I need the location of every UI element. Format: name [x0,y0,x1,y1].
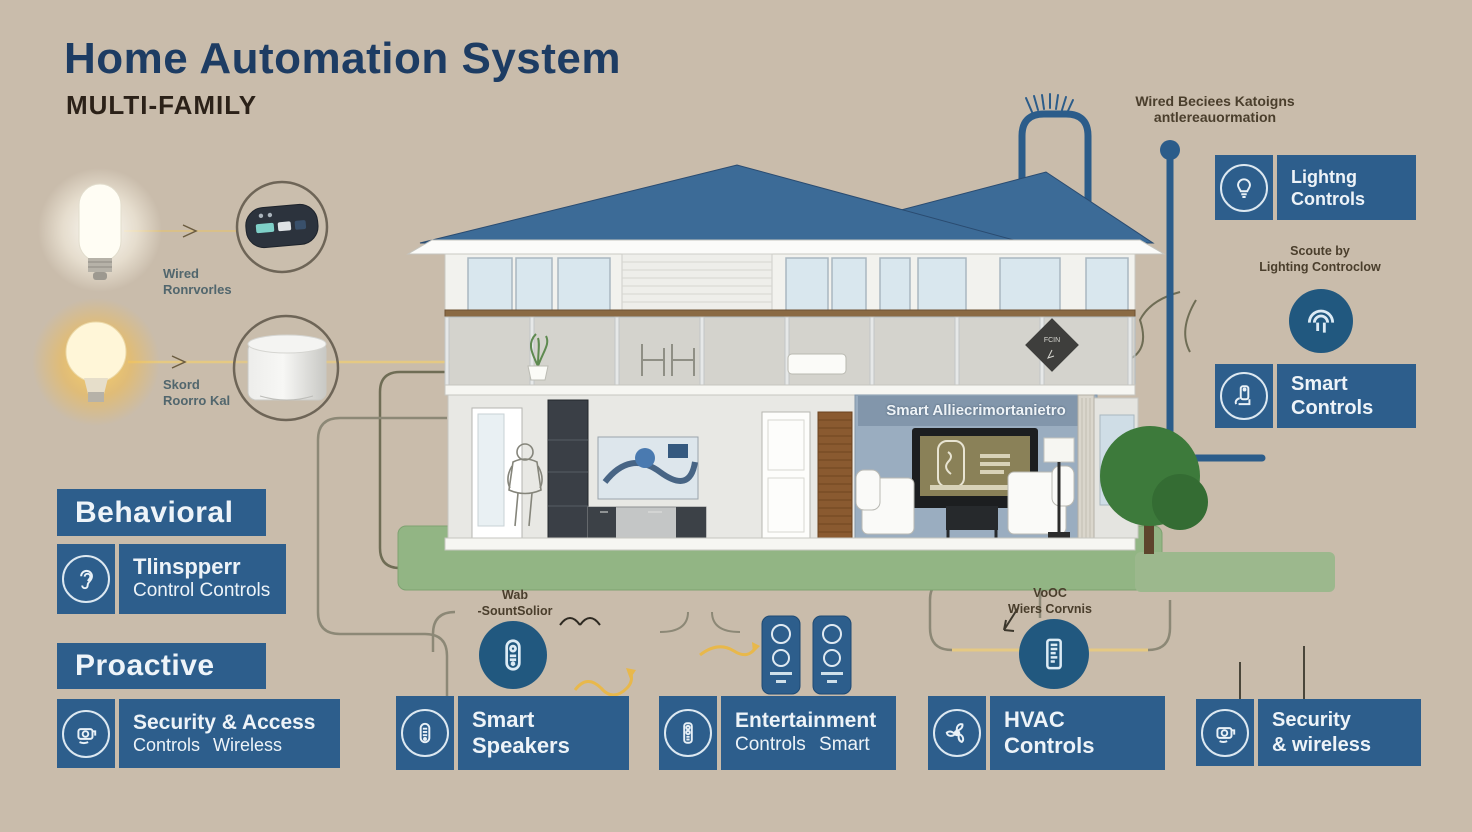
hvac-controls-box: HVAC Controls [928,696,1165,770]
feature-label: Controls Smart [735,734,870,755]
proactive-header: Proactive [57,643,266,689]
panel-door [761,411,811,541]
antenna-spikes-icon [1025,93,1074,114]
shutter-door [817,411,853,541]
siding-panel [621,253,773,313]
feature-label: Smart [1291,373,1348,395]
wired-remote-device [235,180,329,274]
page-subtitle: MULTI-FAMILY [66,90,258,120]
note-line: Roorro Kal [163,393,231,408]
note-line: Wab [502,588,528,602]
house-interior-banner: Smart Alliecrimortanietro [886,402,1066,419]
note-line: Scoute by [1290,244,1350,258]
note-line: -SountSolior [477,604,553,618]
security-camera-icon [1196,699,1254,766]
column [1077,394,1095,541]
wired-network-note: Wired Beciees Katoigns antlereauormation [1100,93,1330,125]
feature-label: Controls [1291,188,1365,209]
tree [1100,426,1208,554]
note-line: Ronrvorles [163,282,232,297]
note-line: Skord [163,377,200,392]
feature-label: Controls [1291,397,1374,419]
connector-wires [124,224,1305,700]
balcony-chairs [641,344,695,376]
feature-label: Controls Wireless [133,734,283,755]
smart-device-label: Skord Roorro Kal [163,377,230,409]
balcony-rail [444,309,1136,318]
house-illustration: FCIN [406,164,1166,551]
feature-label: Smart [472,707,535,732]
wired-device-label: Wired Ronrvorles [163,266,232,298]
speaker-icon [396,696,454,770]
hvac-note: VoOC Wiers Corvnis [965,585,1135,617]
sofas [855,465,1075,535]
feature-label: Control Controls [133,580,271,601]
behavior-controls-box: Tlinspperr Control Controls [57,544,286,614]
security-camera-icon [57,699,115,768]
security-access-box: Security & Access Controls Wireless [57,699,340,768]
diamond-sign-label: FCIN [1044,337,1060,344]
feature-label: Security [1272,708,1351,731]
remote-control-device [812,615,852,695]
remote-control-device [761,615,801,695]
speaker-circle-icon [479,621,547,689]
note-line: Wiers Corvnis [1008,602,1092,616]
note-line: Wired [163,266,199,281]
smart-controls-box: Smart Controls [1215,364,1416,428]
feature-label: Speakers [472,733,570,758]
ear-icon [57,544,115,614]
page-title: Home Automation System [64,34,622,83]
interior-banner [858,396,1094,426]
wardrobe [547,399,589,539]
feature-label: Entertainment [735,709,877,732]
header-label: Proactive [75,649,215,682]
smart-speaker-device [232,314,340,422]
upper-windows [467,257,1129,313]
smart-bulb [32,298,160,426]
roof-fascia [406,239,1166,255]
lightbulb-icon [1215,155,1273,220]
header-label: Behavioral [75,495,234,529]
touch-control-icon [1289,289,1353,353]
lighting-controls-box: Lightng Controls [1215,155,1416,220]
potted-plant [527,333,549,381]
thermostat-circle-icon [1019,619,1089,689]
fan-icon [928,696,986,770]
feature-label: HVAC [1004,707,1065,732]
balcony-lounge [787,353,847,375]
feature-label: & wireless [1272,733,1371,756]
remote-icon [659,696,717,770]
kitchen-cabinets [587,506,707,540]
entertainment-controls-box: Entertainment Controls Smart [659,696,896,770]
ground-right-patch [1135,552,1335,592]
wall-art-tv [597,436,699,500]
feature-label: Lightng [1291,166,1357,187]
feature-label: Security & Access [133,710,316,734]
note-line: Wired Beciees Katoigns [1135,93,1295,109]
security-wireless-box: Security & wireless [1196,699,1421,766]
speakers-note: Wab -SountSolior [430,587,600,619]
behavioral-header: Behavioral [57,489,266,536]
smart-speakers-box: Smart Speakers [396,696,629,770]
note-line: VoOC [1033,586,1067,600]
floor-lamp [1043,437,1075,538]
person-outline [507,443,543,527]
note-line: Lighting Controclow [1259,260,1381,274]
feature-label: Tlinspperr [133,554,241,579]
feature-label: Controls [1004,733,1095,758]
coffee-table [946,506,998,538]
note-line: antlereauormation [1153,109,1277,125]
wired-bulb [38,168,162,292]
remote-hand-icon [1215,364,1273,428]
lighting-note: Scoute by Lighting Controclow [1238,243,1402,275]
